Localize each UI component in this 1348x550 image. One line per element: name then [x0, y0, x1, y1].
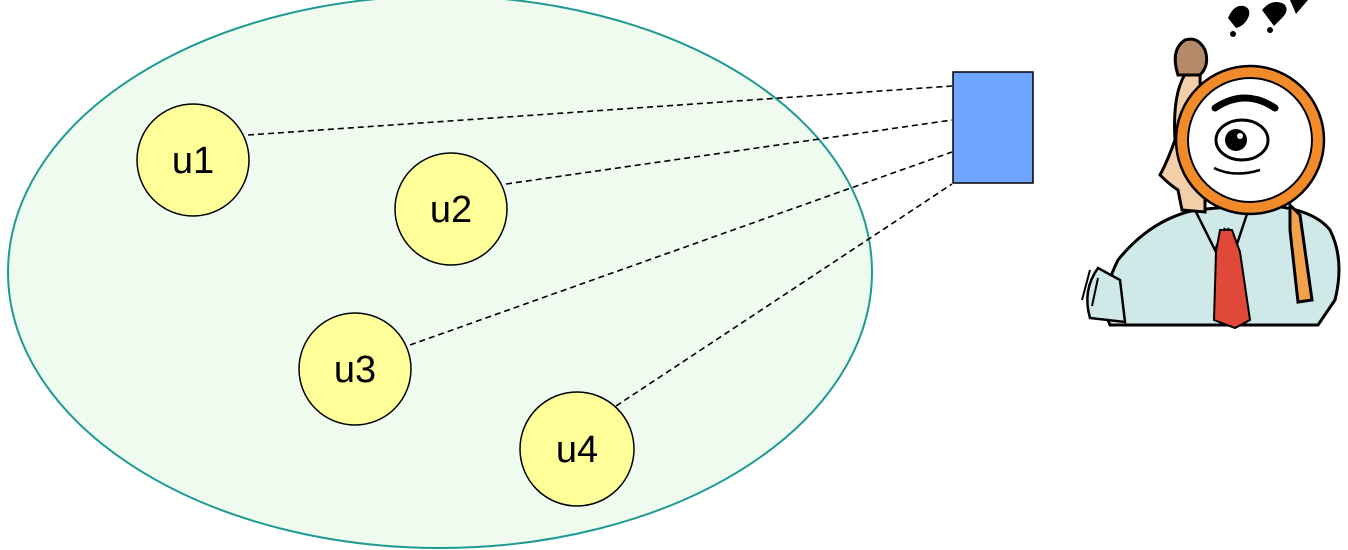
node-label: u4: [556, 429, 598, 471]
node-u1: u1: [136, 103, 250, 217]
connector-lines: [247, 85, 953, 407]
node-u4: u4: [519, 391, 635, 507]
connector-line-u3: [409, 151, 953, 346]
population-ellipse: [7, 0, 873, 549]
node-circle: [136, 103, 250, 217]
node-label: u3: [334, 349, 376, 391]
node-circle: [519, 391, 635, 507]
connector-line-u1: [247, 85, 953, 136]
node-u2: u2: [394, 152, 508, 266]
magnifying-glass-icon: [1174, 64, 1326, 304]
connector-line-u4: [615, 183, 953, 407]
node-u3: u3: [298, 312, 412, 426]
hair-icon: [1173, 37, 1209, 77]
node-label: u1: [172, 140, 214, 182]
node-circle: [298, 312, 412, 426]
observer-box: [952, 71, 1034, 184]
node-label: u2: [430, 189, 472, 231]
question-marks-icon: [1228, 0, 1308, 37]
connector-line-u2: [505, 119, 953, 185]
observer-figure-icon: [1081, 0, 1341, 330]
tie-shape: [1212, 229, 1252, 330]
node-circle: [394, 152, 508, 266]
